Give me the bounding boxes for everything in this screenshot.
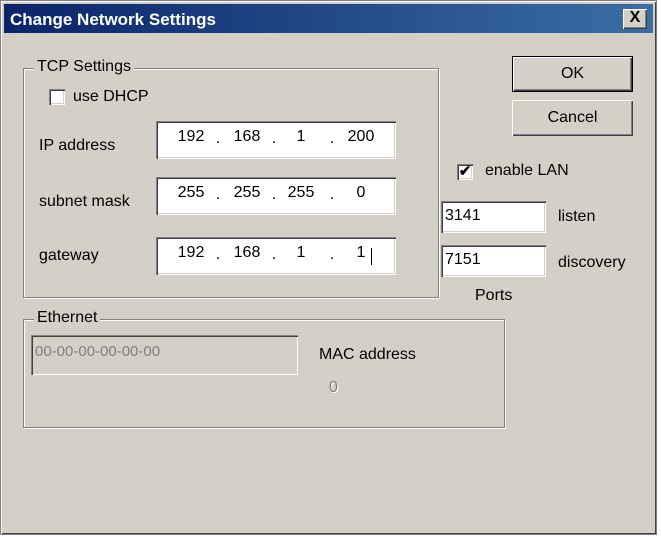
subnet-octet-4: 0 (356, 184, 366, 201)
ip-address-input[interactable]: 192 . 168 . 1 . 200 (156, 121, 396, 159)
ip-octet-1: 192 (177, 128, 205, 145)
checkmark-icon: ✔ (458, 163, 472, 180)
subnet-octet-2: 255 (233, 184, 261, 201)
ip-octet-3: 1 (296, 128, 306, 145)
discovery-port-value: 7151 (445, 251, 481, 268)
mac-address-field: 00-00-00-00-00-00 (31, 335, 298, 375)
gateway-input[interactable]: 192 . 168 . 1 . 1 (156, 237, 396, 275)
gateway-octet-4: 1 (356, 244, 366, 261)
mac-count-value: 0 (329, 379, 338, 396)
text-caret (371, 248, 372, 265)
mac-address-value: 00-00-00-00-00-00 (35, 343, 161, 360)
gateway-dot-1: . (215, 246, 221, 263)
subnet-dot-2: . (271, 186, 277, 203)
ip-dot-1: . (215, 130, 221, 147)
window-title: Change Network Settings (10, 10, 216, 29)
ok-button[interactable]: OK (512, 56, 633, 92)
tcp-settings-group: TCP Settings (23, 58, 439, 298)
ethernet-group: Ethernet (23, 309, 505, 428)
subnet-octet-1: 255 (177, 184, 205, 201)
enable-lan-label: enable LAN (485, 162, 569, 179)
gateway-label: gateway (39, 247, 99, 264)
ip-octet-4: 200 (347, 128, 375, 145)
subnet-octet-3: 255 (287, 184, 315, 201)
discovery-label: discovery (558, 254, 626, 271)
gateway-octet-1: 192 (177, 244, 205, 261)
gateway-dot-3: . (329, 246, 335, 263)
subnet-mask-label: subnet mask (39, 193, 130, 210)
subnet-dot-3: . (329, 186, 335, 203)
gateway-octet-3: 1 (296, 244, 306, 261)
use-dhcp-checkbox[interactable] (49, 89, 65, 105)
ports-label: Ports (475, 287, 513, 304)
mac-address-label: MAC address (319, 346, 416, 363)
discovery-port-input[interactable]: 7151 (441, 245, 546, 277)
ok-button-label: OK (560, 65, 585, 82)
gateway-dot-2: . (271, 246, 277, 263)
subnet-dot-1: . (215, 186, 221, 203)
close-icon: X (629, 9, 641, 26)
close-button[interactable]: X (623, 9, 647, 29)
title-bar[interactable]: Change Network Settings X (4, 4, 653, 33)
listen-port-input[interactable]: 3141 (441, 201, 546, 233)
ethernet-legend: Ethernet (34, 309, 101, 327)
use-dhcp-label: use DHCP (73, 88, 149, 105)
listen-port-value: 3141 (445, 207, 481, 224)
ip-address-label: IP address (39, 137, 116, 154)
cancel-button[interactable]: Cancel (512, 100, 633, 136)
cancel-button-label: Cancel (547, 109, 598, 126)
listen-label: listen (558, 208, 596, 225)
ip-dot-3: . (329, 130, 335, 147)
enable-lan-checkbox[interactable]: ✔ (457, 164, 473, 180)
subnet-mask-input[interactable]: 255 . 255 . 255 . 0 (156, 177, 396, 215)
ip-octet-2: 168 (233, 128, 261, 145)
gateway-octet-2: 168 (233, 244, 261, 261)
tcp-settings-legend: TCP Settings (34, 58, 134, 76)
ip-dot-2: . (271, 130, 277, 147)
